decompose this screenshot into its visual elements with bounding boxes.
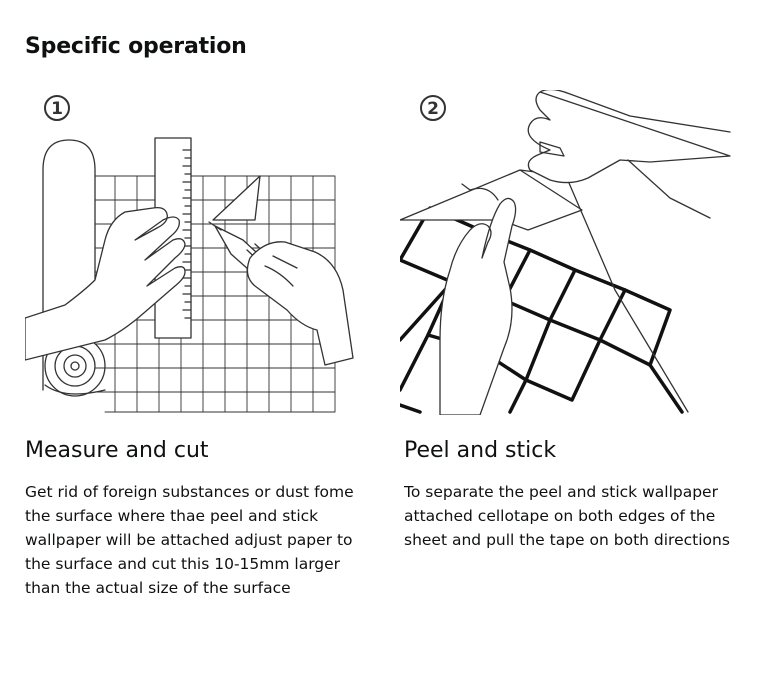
step-number-badge: 2: [420, 95, 446, 121]
page-title: Specific operation: [25, 34, 247, 59]
step-description: Get rid of foreign substances or dust fo…: [25, 483, 354, 597]
wallpaper-roll-icon: [42, 139, 106, 397]
step-title: Peel and stick: [404, 438, 557, 463]
left-hand-icon: [25, 206, 186, 361]
peeling-sheet-icon: [400, 169, 583, 231]
step-title: Measure and cut: [25, 438, 209, 463]
right-hand-icon: [246, 241, 354, 366]
bottom-hand-icon: [439, 183, 517, 415]
svg-text:1: 1: [51, 99, 63, 119]
measure-and-cut-illustration: 1: [25, 95, 354, 413]
peeled-corner-icon: [212, 175, 261, 221]
svg-text:2: 2: [427, 99, 439, 119]
peel-and-stick-illustration: 2: [400, 90, 731, 415]
step-number-badge: 1: [44, 95, 70, 121]
step-description: To separate the peel and stick wallpaper…: [404, 483, 730, 549]
top-hand-icon: [527, 90, 731, 219]
